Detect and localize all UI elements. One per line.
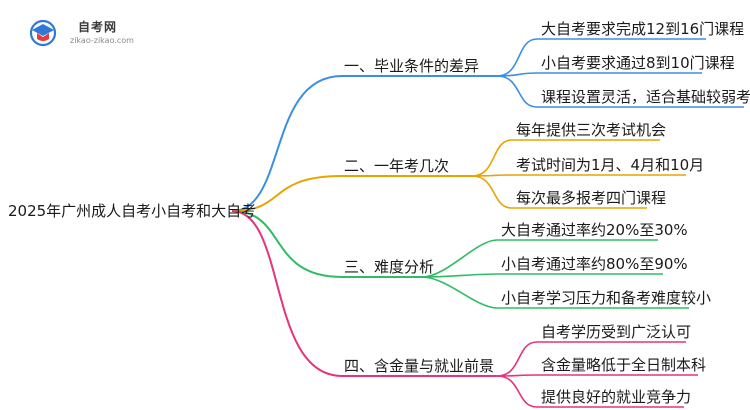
leaf-node: 含金量略低于全日制本科 (541, 356, 707, 374)
leaf-connector (496, 341, 538, 377)
leaf-node: 小自考要求通过8到10门课程 (541, 54, 735, 72)
leaf-connector (421, 273, 498, 278)
leaf-connector (471, 139, 513, 177)
branch-node: 四、含金量与就业前景 (344, 357, 495, 375)
leaf-node: 小自考学习压力和备考难度较小 (501, 289, 712, 307)
logo-title: 自考网 (78, 20, 118, 34)
leaf-node: 考试时间为1月、4月和10月 (516, 156, 705, 174)
leaf-connector (421, 239, 498, 278)
logo-mortarboard-icon (29, 19, 57, 47)
leaf-node: 提供良好的就业竞争力 (541, 388, 692, 406)
leaf-connector (421, 276, 498, 309)
branch-connector (231, 75, 343, 212)
branch-node: 二、一年考几次 (344, 157, 450, 175)
leaf-node: 每次最多报考四门课程 (516, 189, 667, 207)
leaf-node: 每年提供三次考试机会 (516, 121, 667, 139)
branch-node: 一、毕业条件的差异 (344, 57, 480, 75)
leaf-node: 大自考通过率约20%至30% (501, 221, 688, 239)
leaf-node: 大自考要求完成12到16门课程 (541, 20, 745, 38)
branch-connector (231, 210, 343, 377)
branch-connector (231, 210, 343, 278)
root-node: 2025年广州成人自考小自考和大自考 (8, 202, 257, 220)
branch-node: 三、难度分析 (344, 258, 435, 276)
leaf-connector (471, 175, 513, 209)
leaf-connector (496, 75, 538, 108)
site-logo[interactable]: 自考网 zikao-zikao.com (28, 16, 168, 50)
leaf-connector (496, 375, 538, 408)
leaf-node: 自考学历受到广泛认可 (541, 323, 692, 341)
leaf-node: 课程设置灵活，适合基础较弱考生 (541, 88, 750, 106)
branch-connector (231, 175, 343, 212)
leaf-connector (496, 38, 538, 77)
leaf-node: 小自考通过率约80%至90% (501, 255, 688, 273)
logo-url: zikao-zikao.com (70, 36, 134, 45)
